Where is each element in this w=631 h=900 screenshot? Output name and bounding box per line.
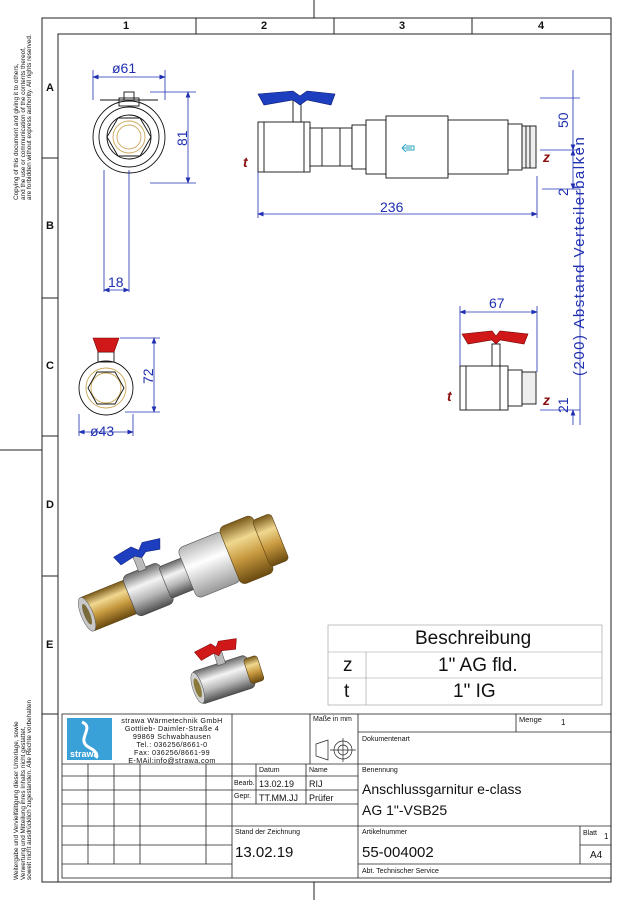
drawing-date-label: Stand der Zeichnung (235, 829, 300, 836)
gepr-name: Prüfer (309, 793, 334, 803)
dim-spacing-200: (200) Abstand Verteilerbalken (571, 135, 588, 376)
view-front-large-dims (92, 70, 196, 293)
dim-length-67: 67 (489, 295, 505, 311)
marker-z-top: z (543, 149, 550, 165)
view-front-small-dims (78, 337, 160, 436)
dim-height-81: 81 (174, 130, 190, 146)
row-label-D: D (46, 499, 54, 511)
view-front-small (78, 351, 134, 416)
quantity-label: Menge (519, 715, 542, 724)
marker-t-top: t (243, 154, 248, 170)
view-side-dims (257, 70, 581, 425)
dim-gap-2: 2 (555, 188, 571, 196)
article-label: Artikelnummer (362, 829, 408, 836)
row-label-B: B (46, 220, 54, 232)
company-fax: Fax: 036256/8661-99 (134, 748, 210, 757)
dim-height-50: 50 (555, 112, 571, 128)
title-block-lines (61, 713, 612, 879)
company-email: E-MAil:info@strawa.com (128, 756, 216, 765)
isometric-small-valve (190, 638, 265, 704)
strawa-logo (67, 718, 112, 760)
company-tel: Tel.: 036256/8661-0 (136, 740, 208, 749)
dim-height-21: 21 (555, 397, 571, 413)
blue-butterfly-handle-side (257, 90, 336, 106)
description-row-z-value: 1" AG fld. (438, 655, 518, 676)
company-street: Gottlieb- Daimler-Straße 4 (124, 724, 220, 733)
col-label-1: 1 (123, 20, 130, 32)
bearb-name: RIJ (309, 779, 323, 789)
bearb-label: Bearb. (234, 780, 255, 787)
dim-diameter-43: ø43 (90, 423, 115, 439)
marker-t-bottom: t (447, 388, 452, 404)
doc-type-label: Dokumentenart (362, 736, 410, 743)
name-header: Name (309, 767, 328, 774)
row-label-C: C (46, 360, 54, 372)
view-side-small-dims (459, 306, 580, 425)
sheet-label: Blatt (583, 830, 598, 837)
projection-symbol (315, 738, 356, 762)
company-name: strawa Wärmetechnik GmbH (121, 716, 223, 725)
copyright-de-line-3: soweit nicht ausdrücklich zugestanden. A… (26, 699, 34, 880)
frame (0, 0, 612, 900)
description-row-t-key: t (344, 681, 350, 702)
col-label-4: 4 (538, 20, 545, 32)
isometric-assembly (78, 514, 289, 632)
dim-diameter-61: ø61 (112, 60, 137, 76)
description-table-lines (327, 624, 603, 706)
view-side-assembly (257, 97, 537, 179)
company-info: strawa Wärmetechnik GmbH Gottlieb- Daiml… (114, 717, 230, 765)
gepr-label: Gepr. (234, 793, 252, 800)
view-front-large (92, 91, 166, 174)
gepr-date: TT.MM.JJ (259, 793, 298, 803)
col-label-3: 3 (399, 20, 406, 32)
description-row-t-value: 1" IG (453, 681, 496, 702)
units-label: Maße in mm (313, 716, 352, 723)
designation-line-1: Anschlussgarnitur e-class (362, 781, 522, 797)
copyright-note-german: Weitergabe und Vervielfältigung dieser U… (13, 699, 34, 880)
dim-height-72: 72 (140, 368, 156, 384)
datum-header: Datum (259, 767, 280, 774)
description-header: Beschreibung (415, 628, 532, 649)
sheet-number: 1 (604, 832, 609, 841)
company-city: 99869 Schwabhausen (132, 732, 212, 741)
description-row-z-key: z (343, 655, 353, 676)
col-label-2: 2 (261, 20, 268, 32)
view-side-small (459, 343, 537, 411)
copyright-en-line-3: are forbidden without express authority.… (26, 34, 34, 200)
dim-offset-18: 18 (108, 274, 124, 290)
marker-z-bottom: z (543, 392, 550, 408)
flow-arrow (401, 143, 415, 153)
bearb-date: 13.02.19 (259, 779, 295, 789)
row-label-A: A (46, 82, 54, 94)
designation-label: Benennung (362, 767, 398, 774)
quantity-value: 1 (561, 718, 566, 727)
dim-length-236: 236 (380, 199, 404, 215)
logo-text: strawa (70, 749, 99, 759)
article-number: 55-004002 (362, 844, 434, 861)
red-handle-front (92, 337, 120, 353)
designation-line-2: AG 1"-VSB25 (362, 802, 448, 818)
red-butterfly-handle-side (461, 330, 529, 345)
department: Abt. Technischer Service (362, 868, 439, 875)
row-label-E: E (46, 639, 54, 651)
format-label: A4 (590, 850, 603, 861)
drawing-date: 13.02.19 (235, 844, 294, 861)
copyright-note-english: Copying of this document and giving it t… (13, 34, 34, 200)
